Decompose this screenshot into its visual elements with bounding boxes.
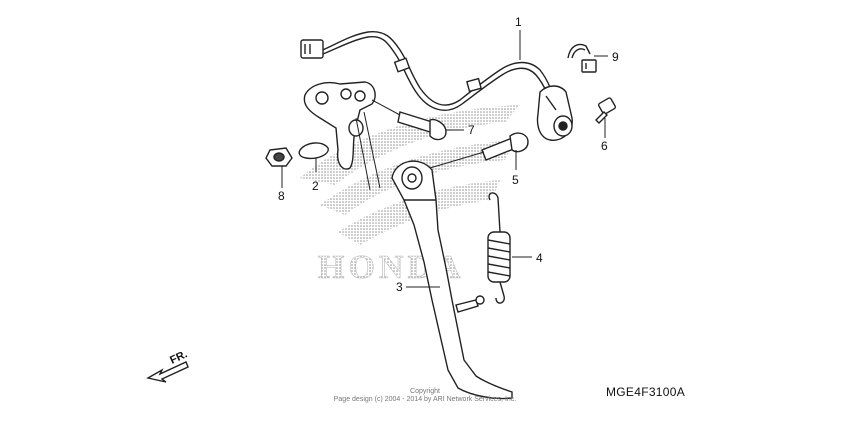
callout-9: 9 <box>612 50 619 64</box>
copyright-heading: Copyright <box>410 388 440 395</box>
callout-4: 4 <box>536 251 543 265</box>
assembly-lines <box>355 99 485 191</box>
copyright-notice: Page design (c) 2004 - 2014 by ARI Netwo… <box>333 396 517 403</box>
callout-8: 8 <box>278 189 285 203</box>
stand-spring <box>487 192 511 304</box>
callout-leaders <box>281 30 608 288</box>
diagram-reference-code: MGE4F3100A <box>606 385 686 399</box>
side-stand <box>391 160 513 400</box>
callout-7: 7 <box>468 123 475 137</box>
callout-2: 2 <box>312 179 319 193</box>
screw <box>595 97 617 124</box>
switch-bracket <box>298 81 376 170</box>
side-stand-switch-harness <box>300 31 573 141</box>
pivot-bolt <box>397 111 447 141</box>
stand-bolt <box>481 132 529 161</box>
flange-nut <box>265 147 293 167</box>
wire-clamp <box>567 43 597 73</box>
front-direction-arrow: FR. <box>146 348 189 383</box>
callout-6: 6 <box>601 139 608 153</box>
callout-5: 5 <box>512 173 519 187</box>
callout-3: 3 <box>396 280 403 294</box>
callout-1: 1 <box>515 15 522 29</box>
